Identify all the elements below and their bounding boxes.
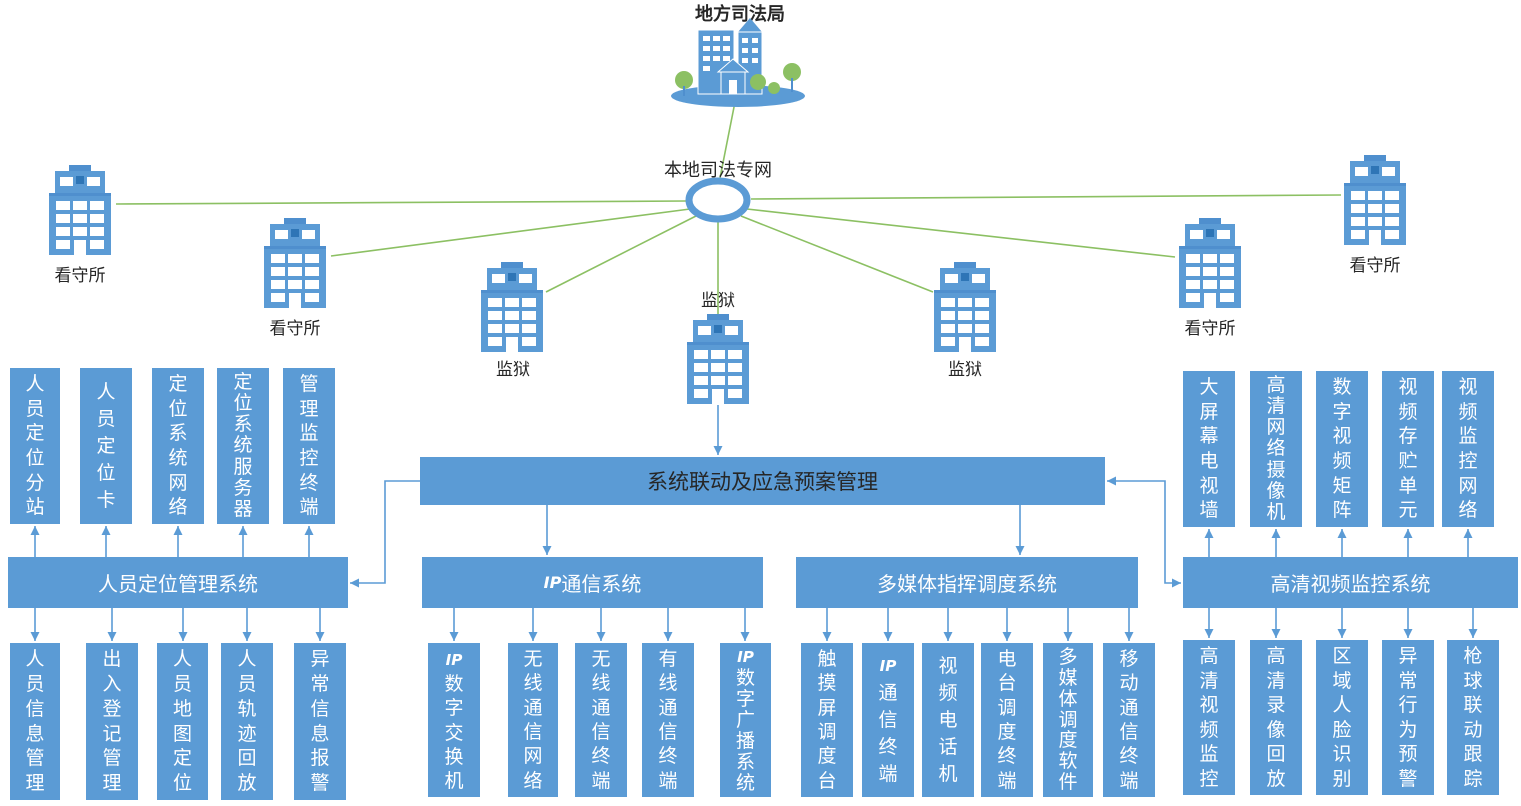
- child-box: IP通信终端: [862, 643, 914, 797]
- child-label: 人员地图定位: [172, 648, 192, 795]
- building-icon: [934, 262, 996, 352]
- video-system-box: 高清视频监控系统: [1183, 557, 1518, 608]
- building-icon: [687, 314, 749, 404]
- child-box: 高清网络摄像机: [1250, 371, 1302, 527]
- child-label: 人员定位分站: [25, 372, 45, 519]
- child-box: 移动通信终端: [1103, 643, 1155, 797]
- child-box: 出入登记管理: [86, 643, 138, 800]
- child-label: 出入登记管理: [102, 648, 122, 795]
- child-box: 大屏幕电视墙: [1183, 371, 1235, 527]
- child-label: 定位系统网络: [168, 372, 188, 519]
- building-icon: [1344, 155, 1406, 245]
- network-link: [330, 208, 691, 257]
- child-box: 无线通信网络: [508, 643, 558, 797]
- child-box: 异常行为预警: [1382, 640, 1434, 795]
- child-label: 视频电话机: [938, 654, 958, 785]
- child-box: 视频电话机: [922, 643, 974, 797]
- child-box: 人员地图定位: [157, 643, 208, 800]
- child-label: 高清录像回放: [1266, 645, 1286, 790]
- child-box: 定位系统网络: [152, 368, 204, 524]
- child-box: 枪球联动跟踪: [1447, 640, 1499, 795]
- site-label: 看守所: [1184, 319, 1236, 339]
- child-label: 区域人脸识别: [1332, 645, 1352, 790]
- child-label: 无线通信终端: [591, 648, 611, 792]
- child-label: IP数字交换机: [444, 650, 464, 793]
- child-box: 电台调度终端: [981, 643, 1033, 797]
- child-label: 人员信息管理: [25, 648, 45, 795]
- child-label: 无线通信网络: [523, 648, 543, 792]
- linkage-emergency-box: 系统联动及应急预案管理: [420, 457, 1105, 505]
- network-link: [719, 101, 736, 179]
- child-label: 管理监控终端: [299, 372, 319, 519]
- child-box: 无线通信终端: [575, 643, 627, 797]
- child-label: 枪球联动跟踪: [1463, 645, 1483, 790]
- building-icon: [49, 165, 111, 255]
- site-label: 监狱: [948, 360, 982, 380]
- headquarters-title: 地方司法局: [695, 4, 785, 25]
- network-link: [746, 208, 1176, 258]
- child-box: 有线通信终端: [642, 643, 694, 797]
- child-box: 数字视频矩阵: [1316, 371, 1368, 527]
- child-box: 高清录像回放: [1250, 640, 1302, 795]
- child-box: 异常信息报警: [294, 643, 346, 800]
- child-label: 高清视频监控: [1199, 645, 1219, 790]
- child-label: 定位系统服务器: [233, 371, 253, 520]
- city-icon: [671, 18, 805, 107]
- child-label: 触摸屏调度台: [817, 648, 837, 792]
- child-label: 电台调度终端: [997, 648, 1017, 792]
- network-link: [740, 215, 934, 293]
- child-label: IP通信终端: [878, 657, 898, 785]
- site-label: 看守所: [269, 319, 321, 339]
- child-label: 异常信息报警: [310, 648, 330, 795]
- child-label: 高清网络摄像机: [1266, 374, 1286, 523]
- network-link: [545, 215, 697, 293]
- child-box: 触摸屏调度台: [801, 643, 853, 797]
- site-label: 监狱: [496, 360, 530, 380]
- child-label: 有线通信终端: [658, 648, 678, 792]
- building-icon: [1179, 218, 1241, 308]
- child-box: 人员轨迹回放: [221, 643, 273, 800]
- arrow-elbow: [1107, 476, 1181, 588]
- personnel-system-box: 人员定位管理系统: [8, 557, 348, 608]
- child-label: IP数字广播系统: [735, 648, 755, 794]
- site-label: 监狱: [701, 291, 735, 311]
- network-link: [750, 194, 1342, 200]
- child-label: 异常行为预警: [1398, 645, 1418, 790]
- child-box: 人员定位卡: [80, 368, 132, 524]
- child-label: 大屏幕电视墙: [1199, 375, 1219, 522]
- child-label: 数字视频矩阵: [1332, 375, 1352, 522]
- network-ring-icon: [685, 177, 751, 223]
- network-link: [115, 200, 687, 205]
- multimedia-system-box: 多媒体指挥调度系统: [796, 557, 1138, 608]
- child-label: 移动通信终端: [1119, 648, 1139, 792]
- child-box: 管理监控终端: [283, 368, 335, 524]
- child-label: 人员定位卡: [96, 380, 116, 511]
- child-box: 人员定位分站: [10, 368, 60, 524]
- child-box: 多媒体调度软件: [1043, 643, 1093, 797]
- child-box: 区域人脸识别: [1316, 640, 1368, 795]
- child-box: IP数字交换机: [428, 643, 480, 797]
- child-box: 定位系统服务器: [217, 368, 269, 524]
- child-box: IP数字广播系统: [720, 643, 771, 797]
- child-label: 多媒体调度软件: [1058, 645, 1078, 794]
- arrow-elbow: [350, 480, 420, 588]
- network-label: 本地司法专网: [664, 160, 772, 181]
- site-label: 看守所: [54, 266, 106, 286]
- child-label: 视频存贮单元: [1398, 375, 1418, 522]
- child-label: 视频监控网络: [1458, 375, 1478, 522]
- child-box: 人员信息管理: [10, 643, 60, 800]
- child-box: 高清视频监控: [1183, 640, 1235, 795]
- building-icon: [264, 218, 326, 308]
- child-label: 人员轨迹回放: [237, 648, 257, 795]
- building-icon: [481, 262, 543, 352]
- site-label: 看守所: [1349, 256, 1401, 276]
- child-box: 视频存贮单元: [1382, 371, 1434, 527]
- child-box: 视频监控网络: [1442, 371, 1494, 527]
